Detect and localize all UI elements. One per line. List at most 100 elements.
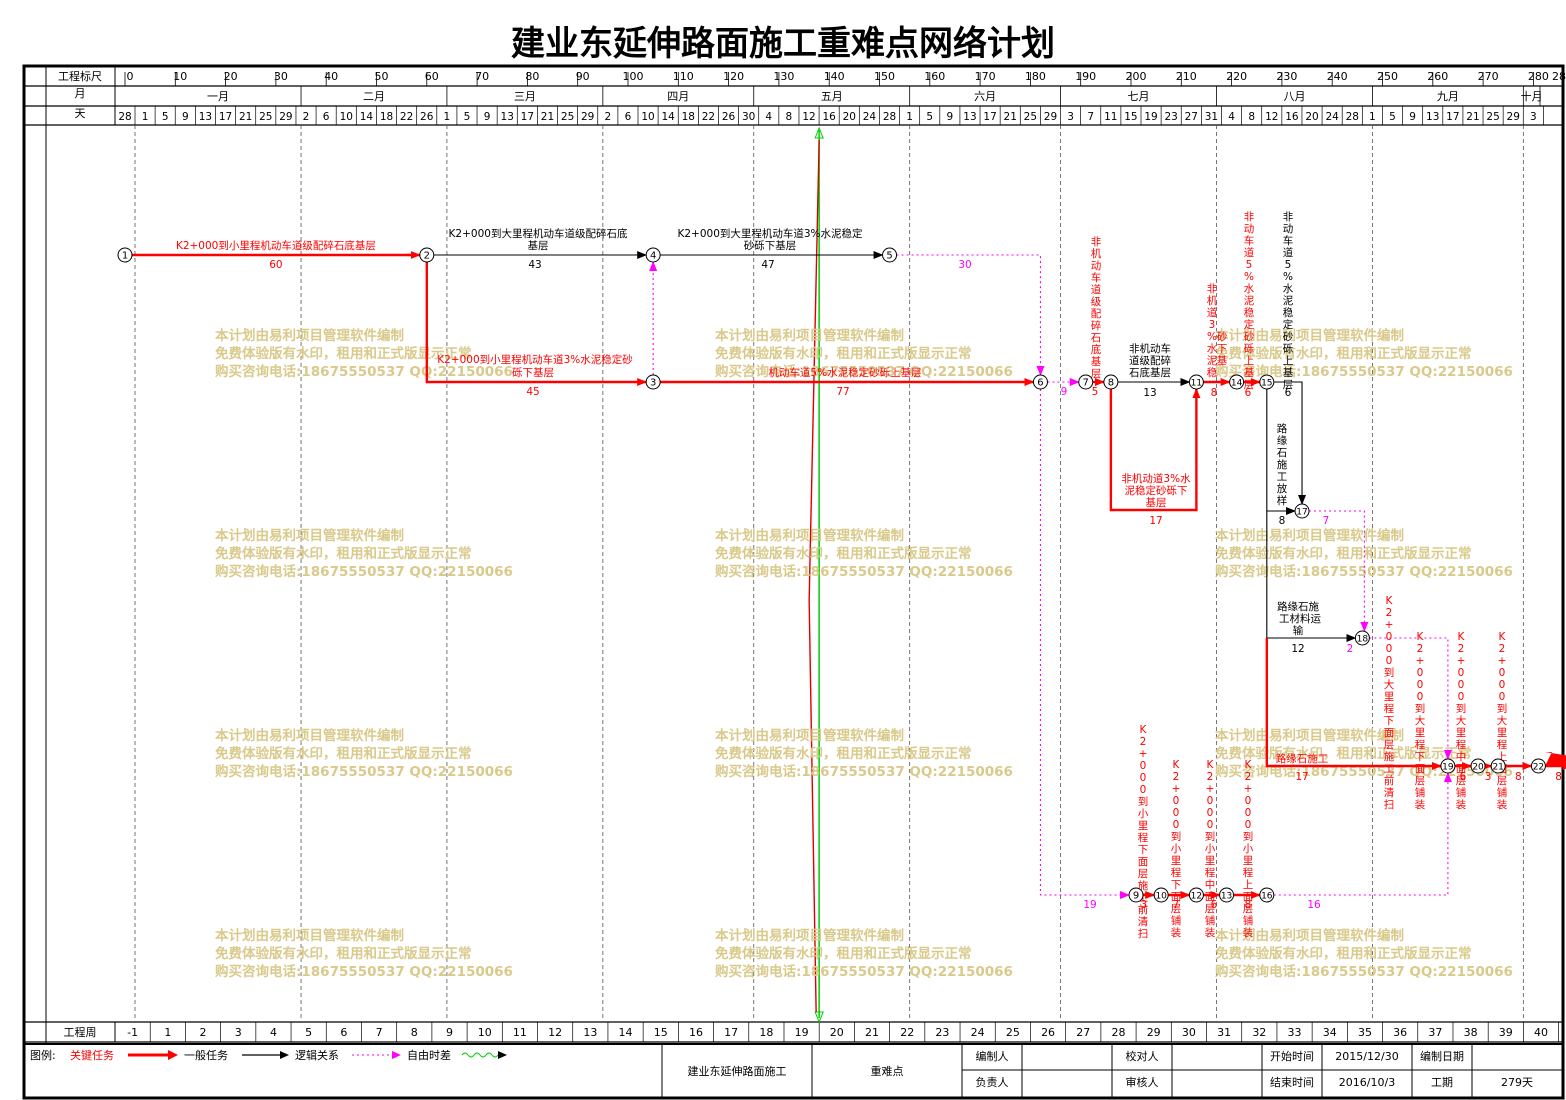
watermark-block: 本计划由易利项目管理软件编制免费体验版有水印，租用和正式版显示正常购买咨询电话:… — [715, 527, 1013, 580]
task-label: 19 — [1083, 899, 1096, 911]
day-label: 29 — [1507, 111, 1520, 123]
week-label: 23 — [935, 1026, 949, 1039]
task-label: 8 — [1245, 899, 1252, 911]
task-label: 路缘石施工 — [1276, 752, 1329, 765]
event-node: 1 — [117, 247, 133, 263]
month-label: 四月 — [667, 90, 689, 103]
watermark-line: 本计划由易利项目管理软件编制 — [1215, 327, 1404, 344]
task-label: 输 — [1293, 624, 1304, 637]
week-label: -1 — [127, 1026, 138, 1039]
scale-tick-label: 120 — [723, 70, 744, 83]
day-label: 17 — [1446, 111, 1459, 123]
watermark-line: 本计划由易利项目管理软件编制 — [215, 327, 404, 344]
task-label: 45 — [526, 386, 539, 398]
finish-arrow — [1545, 752, 1566, 766]
scale-tick-label: 110 — [673, 70, 694, 83]
event-node-circle — [419, 247, 435, 263]
month-label: 三月 — [514, 90, 536, 103]
day-label: 29 — [279, 111, 292, 123]
day-label: 24 — [863, 111, 877, 123]
day-label: 15 — [1124, 111, 1137, 123]
event-node-circle — [1188, 374, 1204, 390]
footer-cell-text: 2015/12/30 — [1335, 1050, 1398, 1063]
week-label: 4 — [270, 1026, 277, 1039]
footer-cell-text: 2016/10/3 — [1339, 1076, 1395, 1089]
task-label: 2 — [1347, 643, 1354, 655]
watermark-line: 购买咨询电话:18675550537 QQ:22150066 — [215, 363, 513, 380]
day-label: 1 — [906, 111, 913, 123]
day-label: 17 — [521, 111, 534, 123]
task-label-vertical: 路缘石施工放样 — [1277, 422, 1288, 507]
task-label: 9 — [1061, 386, 1068, 398]
watermark-line: 本计划由易利项目管理软件编制 — [215, 727, 404, 744]
week-label: 9 — [446, 1026, 453, 1039]
event-node: 9 — [1128, 887, 1144, 903]
task-label: 77 — [836, 386, 849, 398]
task-label: 8 — [1279, 515, 1286, 527]
day-label: 9 — [484, 111, 491, 123]
task-label: 砾下基层 — [512, 366, 554, 379]
event-node: 11 — [1188, 374, 1204, 390]
day-label: 29 — [1044, 111, 1057, 123]
week-label: 12 — [548, 1026, 562, 1039]
event-node-id: 18 — [1357, 635, 1369, 645]
event-node-id: 22 — [1533, 763, 1544, 773]
watermark-block: 本计划由易利项目管理软件编制免费体验版有水印，租用和正式版显示正常购买咨询电话:… — [215, 327, 513, 380]
watermark-line: 本计划由易利项目管理软件编制 — [215, 527, 404, 544]
event-node-circle — [1354, 630, 1370, 646]
footer-cell-text: 工期 — [1431, 1076, 1453, 1089]
week-label: 40 — [1534, 1026, 1548, 1039]
event-node-id: 1 — [122, 251, 128, 262]
event-node-circle — [1294, 503, 1310, 519]
scale-tick-label: 240 — [1327, 70, 1348, 83]
week-label: 28 — [1111, 1026, 1125, 1039]
task-arrows: K2+000到小里程机动车道级配碎石底基层60K2+000到大里程机动车道级配碎… — [132, 211, 1566, 940]
event-node: 20 — [1470, 758, 1486, 774]
day-label: 13 — [501, 111, 514, 123]
day-label: 31 — [1205, 111, 1218, 123]
day-label: 1 — [444, 111, 451, 123]
scale-tick-label: 100 — [623, 70, 644, 83]
task-label: 6 — [1211, 899, 1218, 911]
watermark-layer: 本计划由易利项目管理软件编制免费体验版有水印，租用和正式版显示正常购买咨询电话:… — [215, 327, 1513, 980]
event-node: 7 — [1078, 374, 1094, 390]
day-label: 9 — [1409, 111, 1416, 123]
watermark-line: 购买咨询电话:18675550537 QQ:22150066 — [715, 763, 1013, 780]
watermark-line: 免费体验版有水印，租用和正式版显示正常 — [1215, 945, 1472, 962]
day-label: 11 — [1104, 111, 1117, 123]
legend-label: 图例: — [30, 1048, 56, 1062]
day-label: 5 — [162, 111, 169, 123]
event-node: 15 — [1259, 374, 1275, 390]
legend-logic-label: 逻辑关系 — [295, 1048, 339, 1062]
task-label: 12 — [1291, 643, 1304, 655]
event-node: 3 — [645, 374, 661, 390]
day-label: 19 — [1144, 111, 1157, 123]
day-label: 6 — [625, 111, 632, 123]
watermark-block: 本计划由易利项目管理软件编制免费体验版有水印，租用和正式版显示正常购买咨询电话:… — [1215, 927, 1513, 980]
event-node-id: 11 — [1191, 379, 1202, 389]
day-label: 1 — [142, 111, 149, 123]
week-label: 15 — [654, 1026, 668, 1039]
day-label: 17 — [219, 111, 232, 123]
event-node: 19 — [1440, 758, 1456, 774]
event-node-id: 16 — [1261, 892, 1273, 902]
task-label: 6 — [1285, 387, 1292, 399]
task-label: 17 — [1149, 515, 1162, 527]
scale-tick-label: 90 — [576, 70, 590, 83]
watermark-block: 本计划由易利项目管理软件编制免费体验版有水印，租用和正式版显示正常购买咨询电话:… — [1215, 727, 1513, 780]
footer-cell-text: 开始时间 — [1270, 1049, 1314, 1063]
week-label: 8 — [411, 1026, 418, 1039]
week-label: 37 — [1428, 1026, 1442, 1039]
watermark-block: 本计划由易利项目管理软件编制免费体验版有水印，租用和正式版显示正常购买咨询电话:… — [715, 727, 1013, 780]
watermark-line: 免费体验版有水印，租用和正式版显示正常 — [215, 545, 472, 562]
event-node-id: 3 — [650, 378, 656, 389]
day-label: 21 — [1004, 111, 1017, 123]
event-node-circle — [1153, 887, 1169, 903]
day-label: 10 — [641, 111, 654, 123]
watermark-line: 本计划由易利项目管理软件编制 — [715, 327, 904, 344]
legend-float-label: 自由时差 — [407, 1048, 451, 1062]
task-label-vertical: 砂下基 — [1217, 330, 1228, 367]
